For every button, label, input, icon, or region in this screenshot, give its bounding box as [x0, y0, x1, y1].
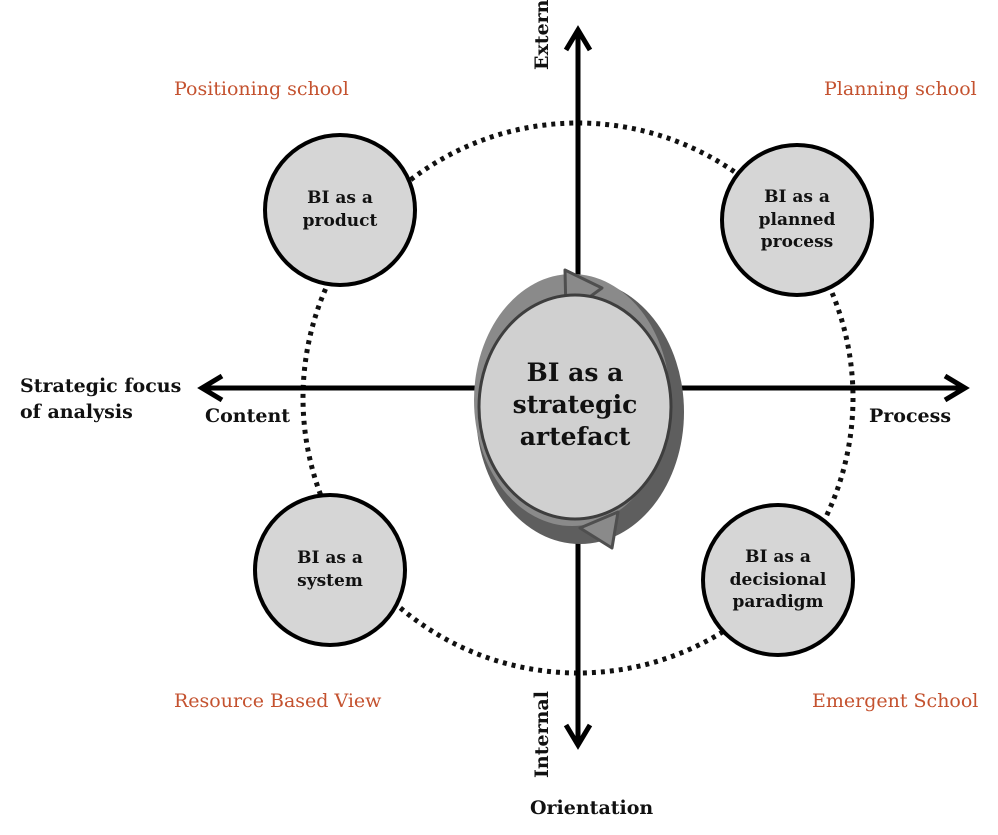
arrow-up-head	[563, 25, 593, 52]
circle-planned	[720, 143, 874, 297]
node-product-text: BI as a product	[302, 188, 378, 231]
node-planned-text: BI as a planned process	[758, 186, 836, 253]
label-strategic-focus-line2: of analysis	[20, 401, 133, 423]
label-process: Process	[869, 405, 952, 427]
dotted-orbit	[300, 120, 856, 676]
arrow-right-head	[943, 373, 970, 403]
node-decisional-text: BI as a decisional paradigm	[729, 546, 827, 613]
arrow-down-head	[563, 723, 593, 750]
label-internal: Internal	[531, 691, 553, 778]
circle-decisional	[701, 503, 855, 657]
node-center-text: BI as a strategic artefact	[512, 358, 638, 451]
label-orientation: Orientation	[530, 797, 654, 819]
label-strategic-focus-line1: Strategic focus	[20, 375, 182, 397]
label-planning-school: Planning school	[824, 78, 977, 100]
circle-product	[263, 133, 417, 287]
label-positioning-school: Positioning school	[174, 78, 349, 100]
label-external: External	[531, 0, 553, 70]
cycle-arrows	[474, 268, 684, 550]
circle-system	[253, 493, 407, 647]
label-resource-based-view: Resource Based View	[174, 690, 382, 712]
label-content: Content	[205, 405, 291, 427]
node-system-text: BI as a system	[297, 548, 363, 591]
label-emergent-school: Emergent School	[812, 690, 979, 712]
arrow-left-head	[197, 373, 224, 403]
